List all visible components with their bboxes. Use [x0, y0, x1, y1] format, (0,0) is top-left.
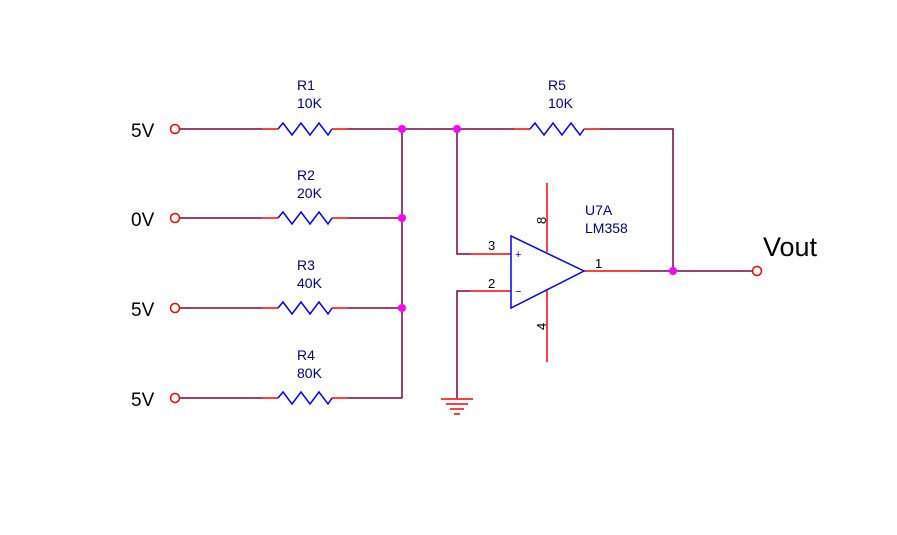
- wires: [180, 128, 752, 399]
- input-label-2: 0V: [131, 210, 155, 231]
- pin-label-2: 2: [488, 276, 495, 291]
- junction-bus-r3: [398, 304, 406, 312]
- r2-value: 20K: [297, 185, 323, 201]
- terminal-vout[interactable]: [751, 265, 763, 277]
- input-label-3: 5V: [131, 300, 155, 321]
- junction-output: [669, 267, 677, 275]
- input-label-4: 5V: [131, 390, 155, 411]
- opamp-plus-sign: +: [515, 249, 521, 261]
- r2-ref: R2: [297, 167, 315, 183]
- terminal-in4[interactable]: [169, 392, 181, 404]
- junction-bus-r2: [398, 214, 406, 222]
- resistor-r1[interactable]: [262, 121, 348, 137]
- wire-pin2-ground: [456, 290, 470, 398]
- resistor-r3[interactable]: [262, 300, 348, 316]
- pin-label-1: 1: [595, 256, 602, 271]
- r5-value: 10K: [548, 95, 574, 111]
- junction-dots: [398, 125, 677, 312]
- pin-label-3: 3: [488, 238, 495, 253]
- junction-bus-top: [398, 125, 406, 133]
- r1-ref: R1: [297, 77, 315, 93]
- output-label: Vout: [763, 232, 818, 262]
- r5-ref: R5: [548, 77, 566, 93]
- terminal-in2[interactable]: [169, 212, 181, 224]
- opamp-ref: U7A: [585, 202, 613, 218]
- resistor-r5[interactable]: [514, 121, 600, 137]
- wire-to-pin3: [456, 129, 470, 255]
- opamp-minus-sign: −: [515, 286, 521, 298]
- opamp-u7a[interactable]: + −: [470, 183, 640, 362]
- opamp-part: LM358: [585, 220, 628, 236]
- pin-label-8: 8: [534, 217, 549, 224]
- terminal-in3[interactable]: [169, 302, 181, 314]
- pin-label-4: 4: [534, 323, 549, 330]
- wire-feedback: [600, 128, 674, 271]
- r4-ref: R4: [297, 347, 315, 363]
- input-terminals: [169, 123, 763, 404]
- junction-pin3: [453, 125, 461, 133]
- r1-value: 10K: [297, 95, 323, 111]
- resistor-r2[interactable]: [262, 210, 348, 226]
- r4-value: 80K: [297, 365, 323, 381]
- r3-ref: R3: [297, 257, 315, 273]
- terminal-in1[interactable]: [169, 123, 181, 135]
- opamp-body: [510, 234, 586, 310]
- r3-value: 40K: [297, 275, 323, 291]
- resistor-r4[interactable]: [262, 390, 348, 406]
- ground-symbol: [441, 398, 473, 415]
- input-label-1: 5V: [131, 121, 155, 142]
